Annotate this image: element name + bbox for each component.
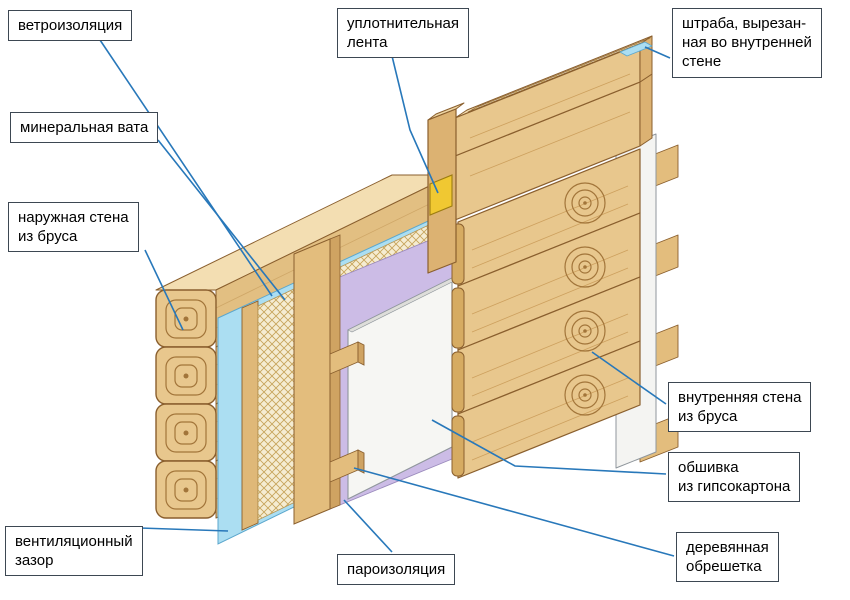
label-outer-wall: наружная стена из бруса xyxy=(8,202,139,253)
label-lathing: деревянная обрешетка xyxy=(676,532,779,583)
ventilation-batten xyxy=(241,300,259,531)
horizontal-lathing-battens xyxy=(329,341,365,483)
label-ventilation-gap: вентиляционный зазор xyxy=(5,526,143,577)
label-line: деревянная xyxy=(686,539,769,556)
leader-sealing-tape xyxy=(391,55,439,194)
label-line: лента xyxy=(347,34,388,52)
label-wind-barrier: ветроизоляция xyxy=(8,10,133,42)
label-line: обрешетка xyxy=(686,558,762,576)
leader-inner-wall xyxy=(591,351,667,405)
label-line: пароизоляция xyxy=(347,561,446,578)
label-line: штраба, вырезан- xyxy=(682,15,807,32)
leader-vapor-barrier xyxy=(343,499,393,553)
label-line: из бруса xyxy=(18,228,78,246)
label-groove: штраба, вырезан- ная во внутренней стене xyxy=(672,8,822,78)
label-line: внутренняя стена xyxy=(678,389,802,406)
label-sealing-tape: уплотнительная лента xyxy=(337,8,469,59)
label-line: из гипсокартона xyxy=(678,478,791,496)
leader-lines xyxy=(99,39,675,557)
growth-rings xyxy=(165,299,207,510)
growth-rings xyxy=(564,182,606,416)
label-line: ветроизоляция xyxy=(18,17,123,34)
inner-wall-top-beams xyxy=(454,35,653,221)
leader-groove xyxy=(644,46,671,59)
label-line: вентиляционный xyxy=(15,533,133,550)
label-line: ная во внутренней xyxy=(682,34,812,52)
label-line: обшивка xyxy=(678,459,739,476)
wood-grain-lines xyxy=(471,185,629,461)
leader-wind-barrier xyxy=(99,39,273,297)
leader-ventilation-gap xyxy=(139,527,229,532)
label-line: из бруса xyxy=(678,408,738,426)
label-inner-wall: внутренняя стена из бруса xyxy=(668,382,812,433)
leader-outer-wall xyxy=(144,249,184,331)
sealing-tape xyxy=(429,174,453,216)
label-line: зазор xyxy=(15,552,54,570)
outer-wall-beam-ends xyxy=(155,289,217,519)
label-line: минеральная вата xyxy=(20,119,149,136)
leader-drywall xyxy=(431,419,667,475)
label-line: стене xyxy=(682,53,722,71)
groove-membrane xyxy=(619,41,653,57)
label-mineral-wool: минеральная вата xyxy=(10,112,159,144)
label-line: уплотнительная xyxy=(347,15,459,32)
label-line: наружная стена xyxy=(18,209,129,226)
leader-lathing xyxy=(353,467,675,557)
groove-hatch xyxy=(467,37,651,113)
label-drywall: обшивка из гипсокартона xyxy=(668,452,801,503)
label-vapor-barrier: пароизоляция xyxy=(337,554,456,586)
inner-wall-of-timber xyxy=(451,133,679,479)
leader-mineral-wool xyxy=(157,139,286,301)
